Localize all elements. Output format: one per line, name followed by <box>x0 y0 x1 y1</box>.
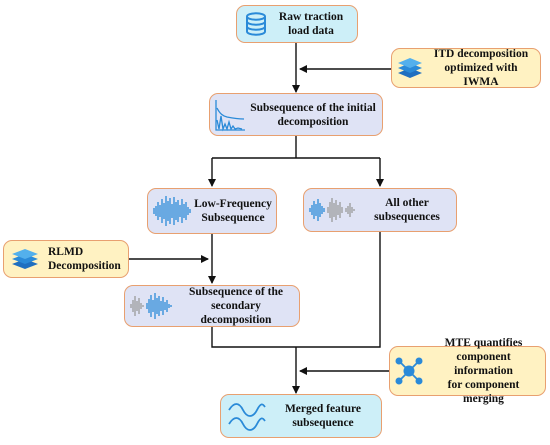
sine-wave-icon <box>227 401 267 431</box>
low-frequency-node: Low-Frequency Subsequence <box>147 188 277 234</box>
raw-data-line1: Raw traction <box>278 11 344 23</box>
low-line2: Subsequence <box>201 212 265 224</box>
layers-icon <box>10 245 40 273</box>
secondary-decomposition-label: Subsequence of the secondary decompositi… <box>177 285 295 327</box>
low-frequency-label: Low-Frequency Subsequence <box>194 197 272 225</box>
waveform-icon <box>152 194 192 228</box>
mte-line2: component information <box>454 351 513 377</box>
other-subsequences-label: All other subsequences <box>362 196 452 224</box>
rlmd-line1: RLMD <box>48 246 84 258</box>
line-secondary-to-merge <box>211 327 296 348</box>
raw-data-line2: load data <box>288 25 334 37</box>
layers-icon <box>396 54 424 82</box>
merged-feature-label: Merged feature subsequence <box>271 402 375 430</box>
network-icon <box>394 356 424 386</box>
database-icon <box>243 11 269 37</box>
secondary-line2: secondary decomposition <box>200 300 272 326</box>
spectrum-icon <box>214 98 246 132</box>
merged-feature-node: Merged feature subsequence <box>220 394 382 438</box>
raw-data-label: Raw traction load data <box>271 10 351 38</box>
low-line1: Low-Frequency <box>194 198 272 210</box>
mte-line3: for component merging <box>447 379 520 405</box>
mte-label: MTE quantifies component information for… <box>426 336 541 406</box>
itd-line1: ITD decomposition <box>433 48 529 60</box>
mte-line1: MTE quantifies <box>444 337 523 349</box>
itd-line2: optimized with IWMA <box>444 62 518 88</box>
other-subsequences-node: All other subsequences <box>303 188 457 232</box>
rlmd-line2: Decomposition <box>48 260 121 272</box>
waveform-icon <box>308 195 360 225</box>
mte-node: MTE quantifies component information for… <box>389 337 546 405</box>
initial-decomposition-node: Subsequence of the initial decomposition <box>209 93 383 136</box>
line-other-to-merge <box>296 232 381 348</box>
secondary-line1: Subsequence of the <box>189 286 283 298</box>
raw-data-node: Raw traction load data <box>236 5 358 43</box>
other-line2: subsequences <box>374 211 440 223</box>
initial-decomposition-label: Subsequence of the initial decomposition <box>248 101 378 129</box>
merged-line2: subsequence <box>292 417 354 429</box>
merged-line1: Merged feature <box>284 403 362 415</box>
itd-label: ITD decomposition optimized with IWMA <box>426 47 536 89</box>
initial-line1: Subsequence of the initial <box>250 101 376 114</box>
secondary-decomposition-node: Subsequence of the secondary decompositi… <box>124 285 300 327</box>
itd-node: ITD decomposition optimized with IWMA <box>391 48 541 88</box>
rlmd-label: RLMD Decomposition <box>48 245 122 273</box>
other-line1: All other <box>385 197 429 209</box>
initial-line2: decomposition <box>277 115 349 128</box>
waveform-icon <box>129 291 175 321</box>
rlmd-node: RLMD Decomposition <box>3 240 129 278</box>
